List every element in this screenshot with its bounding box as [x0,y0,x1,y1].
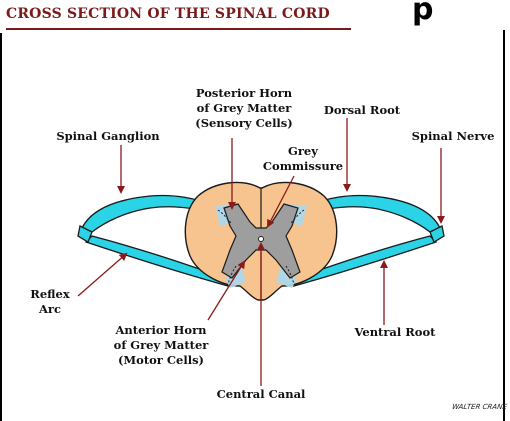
label-spinal-nerve: Spinal Nerve [408,129,498,144]
label-spinal-ganglion: Spinal Ganglion [48,129,168,144]
label-line: Anterior Horn [96,323,226,338]
label-line: of Grey Matter [96,338,226,353]
label-grey-commissure: Grey Commissure [258,144,348,174]
label-central-canal: Central Canal [205,387,317,402]
label-line: (Sensory Cells) [180,116,308,131]
label-line: Commissure [258,159,348,174]
label-line: of Grey Matter [180,101,308,116]
label-ventral-root: Ventral Root [340,325,450,340]
label-line: Reflex [22,287,78,302]
label-line: Ventral Root [340,325,450,340]
label-line: (Motor Cells) [96,353,226,368]
label-line: Posterior Horn [180,86,308,101]
label-dorsal-root: Dorsal Root [312,103,412,118]
central-canal [259,237,264,242]
label-line: Central Canal [205,387,317,402]
artist-signature: WALTER CRANE [451,403,507,411]
label-line: Spinal Nerve [408,129,498,144]
label-line: Arc [22,302,78,317]
label-anterior-horn: Anterior Horn of Grey Matter (Motor Cell… [96,323,226,368]
label-line: Dorsal Root [312,103,412,118]
label-line: Grey [258,144,348,159]
label-posterior-horn: Posterior Horn of Grey Matter (Sensory C… [180,86,308,131]
arrow-reflex-arc [78,254,126,296]
label-reflex-arc: Reflex Arc [22,287,78,317]
label-line: Spinal Ganglion [48,129,168,144]
